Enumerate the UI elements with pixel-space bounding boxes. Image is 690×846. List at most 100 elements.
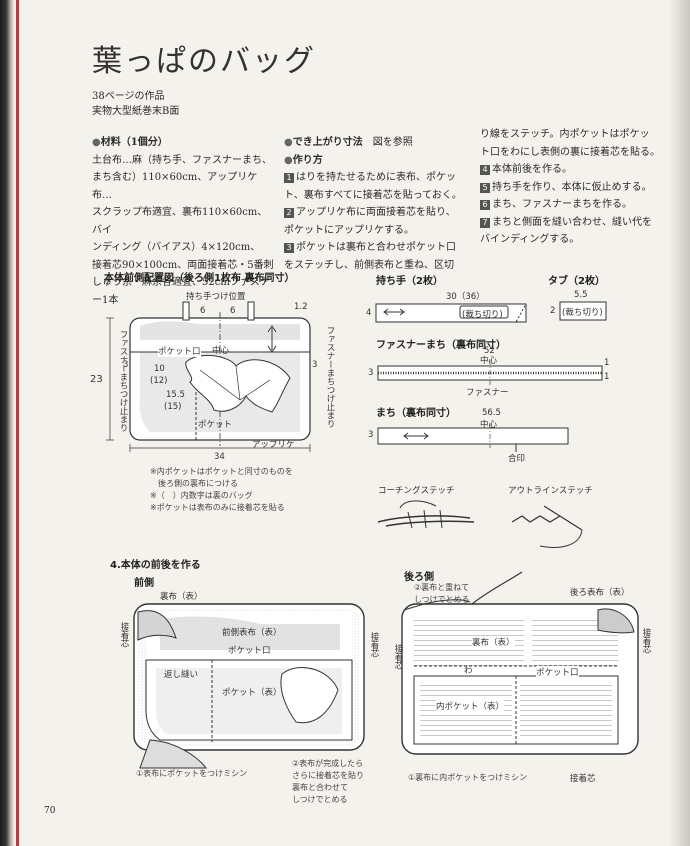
bullet-icon: ●	[92, 137, 101, 148]
materials-heading: 材料（1個分）	[100, 137, 168, 148]
note-line: ※ポケットは表布のみに接着芯を貼る	[150, 503, 285, 512]
gusset-diagram	[377, 424, 569, 452]
zipper-gusset-heading: ファスナーまち（裏布同寸）	[376, 340, 506, 351]
lining-label: 裏布（表）	[160, 592, 203, 602]
tab-heading: タブ（2枚）	[548, 276, 605, 287]
pocket-mouth-label: ポケット口	[158, 345, 201, 357]
dim-label: 6	[230, 306, 236, 316]
body-layout-heading: 本体前側配置図（後ろ側1枚布 裏布同寸）	[104, 273, 295, 284]
center-label: 中心	[480, 356, 498, 366]
dim-label: 3	[368, 430, 374, 440]
dim-label: (15)	[164, 402, 182, 412]
step-line: アップリケ布に両面接着芯を貼り、	[296, 207, 456, 218]
page-edge-red	[16, 0, 19, 846]
couching-label: コーチングステッチ	[378, 486, 455, 496]
pocket-mouth-label: ポケット口	[536, 666, 579, 678]
bullet-icon: ●	[284, 137, 293, 148]
page-title: 葉っぱのバッグ	[92, 44, 316, 79]
pocket-mouth-label: ポケット口	[228, 646, 271, 656]
interfacing-label: 接着芯	[570, 774, 596, 784]
interfacing-label: 接着芯	[393, 644, 403, 670]
tab-diagram	[559, 301, 607, 321]
step-number: 5	[480, 182, 490, 193]
step-line: り線をステッチ。内ポケットはポケッ	[480, 129, 650, 140]
bullet-icon: ●	[284, 154, 293, 166]
note-line: ②裏布と重ねて	[414, 583, 470, 592]
handle-position-label: 持ち手つけ位置	[186, 292, 246, 302]
interfacing-label: 接着芯	[369, 632, 379, 658]
note-line: ②表布が完成したら	[292, 759, 364, 768]
step-number: 4	[480, 165, 490, 175]
front-note-2: ②表布が完成したら さらに接着芯を貼り 裏布と合わせて しつけでとめる	[292, 758, 364, 806]
handle-diagram	[375, 303, 527, 323]
dim-label: (12)	[150, 376, 168, 386]
note-line: ※内ポケットはポケットと同寸のものを	[150, 467, 293, 476]
dim-label: 15.5	[166, 390, 185, 400]
step-number: 7	[480, 217, 490, 228]
dim-label: 23	[90, 374, 103, 385]
subtitle-line: 実物大型紙巻末B面	[92, 106, 180, 117]
size-value: 図を参照	[372, 137, 413, 148]
step-number: 6	[480, 200, 490, 210]
dim-label: 2	[550, 306, 556, 316]
dim-label: 3	[312, 360, 318, 370]
lining-label: 裏布（表）	[472, 636, 515, 648]
step-number: 2	[284, 208, 294, 218]
step-line: ポケットにアップリケする。	[284, 224, 414, 236]
step-line: 本体前後を作る。	[492, 164, 572, 175]
back-note-top: ②裏布と重ねて しつけでとめる	[414, 582, 470, 606]
page-number: 70	[44, 806, 56, 816]
dim-label: 6	[200, 306, 206, 316]
handle-heading: 持ち手（2枚）	[376, 276, 443, 287]
zipper-label: ファスナー	[466, 388, 509, 398]
dim-label: 30（36）	[446, 292, 485, 302]
front-fabric-label: 前側表布（表）	[222, 628, 282, 638]
cut-text: 裁ち切り	[465, 310, 500, 320]
dim-label: 56.5	[482, 408, 501, 418]
materials-line: 接着芯90×100cm、両面接着芯・5番刺	[92, 259, 274, 271]
dim-label: 1	[604, 358, 610, 368]
dim-label: 52	[484, 346, 495, 356]
book-spine	[0, 0, 14, 846]
dim-label: 3	[368, 368, 374, 378]
note-line: 後ろ側の裏布につける	[150, 479, 238, 488]
step-line: まちと側面を縫い合わせ、縫い代を	[492, 216, 652, 228]
note-line: しつけでとめる	[292, 795, 348, 804]
step-line: ト口をわにし表側の裏に接着芯を貼る。	[480, 146, 660, 158]
step-number: 1	[284, 173, 294, 183]
front-note-1: ①表布にポケットをつけミシン	[136, 769, 248, 778]
materials-line: しゅう糸・麻糸各適宜、52cmファスナ	[92, 277, 270, 288]
back-heading: 後ろ側	[404, 572, 434, 583]
size-heading: でき上がり寸法	[292, 137, 363, 148]
note-line: ※（ ）内数字は裏のバッグ	[150, 491, 253, 500]
step-line: をステッチし、前側表布と重ね、区切	[284, 259, 454, 271]
interfacing-label: 接着芯	[119, 622, 129, 648]
step-line: バインディングする。	[480, 234, 580, 245]
step-line: 持ち手を作り、本体に仮止めする。	[492, 181, 652, 193]
pocket-label: ポケット（表）	[222, 688, 282, 698]
note-line: さらに接着芯を貼り	[292, 771, 364, 780]
center-label: 中心	[212, 346, 230, 356]
step-line: はりを持たせるために表布、ポケッ	[296, 172, 456, 183]
dim-label: 34	[214, 452, 225, 462]
applique-label: アップリケ	[252, 440, 295, 450]
materials-line: スクラップ布適宜、裏布110×60cm、バイ	[92, 207, 268, 236]
dim-label: 1	[604, 372, 610, 382]
dim-label: 5.5	[574, 290, 588, 300]
dim-label: 3	[123, 360, 129, 370]
dim-label: 4	[366, 308, 372, 318]
fold-label: わ	[464, 666, 473, 676]
interfacing-label: 接着芯	[641, 628, 651, 654]
dim-label: 1.2	[294, 302, 308, 312]
step-line: ト、裏布すべてに接着芯を貼っておく。	[284, 189, 462, 201]
materials-line: ンディング（バイアス）4×120cm、	[92, 242, 261, 253]
zipper-gusset-diagram	[377, 360, 603, 386]
center-label: 中心	[480, 420, 498, 430]
subtitle: 38ページの作品 実物大型紙巻末B面	[92, 89, 179, 119]
gusset-heading: まち（裏布同寸）	[376, 408, 456, 419]
zip-stop-label-left: ファスナーまちつけ止まり	[118, 330, 128, 432]
step-line: ポケットは裏布と合わせポケット口	[296, 242, 456, 253]
return-stitch-label: 返し縫い	[164, 670, 199, 680]
